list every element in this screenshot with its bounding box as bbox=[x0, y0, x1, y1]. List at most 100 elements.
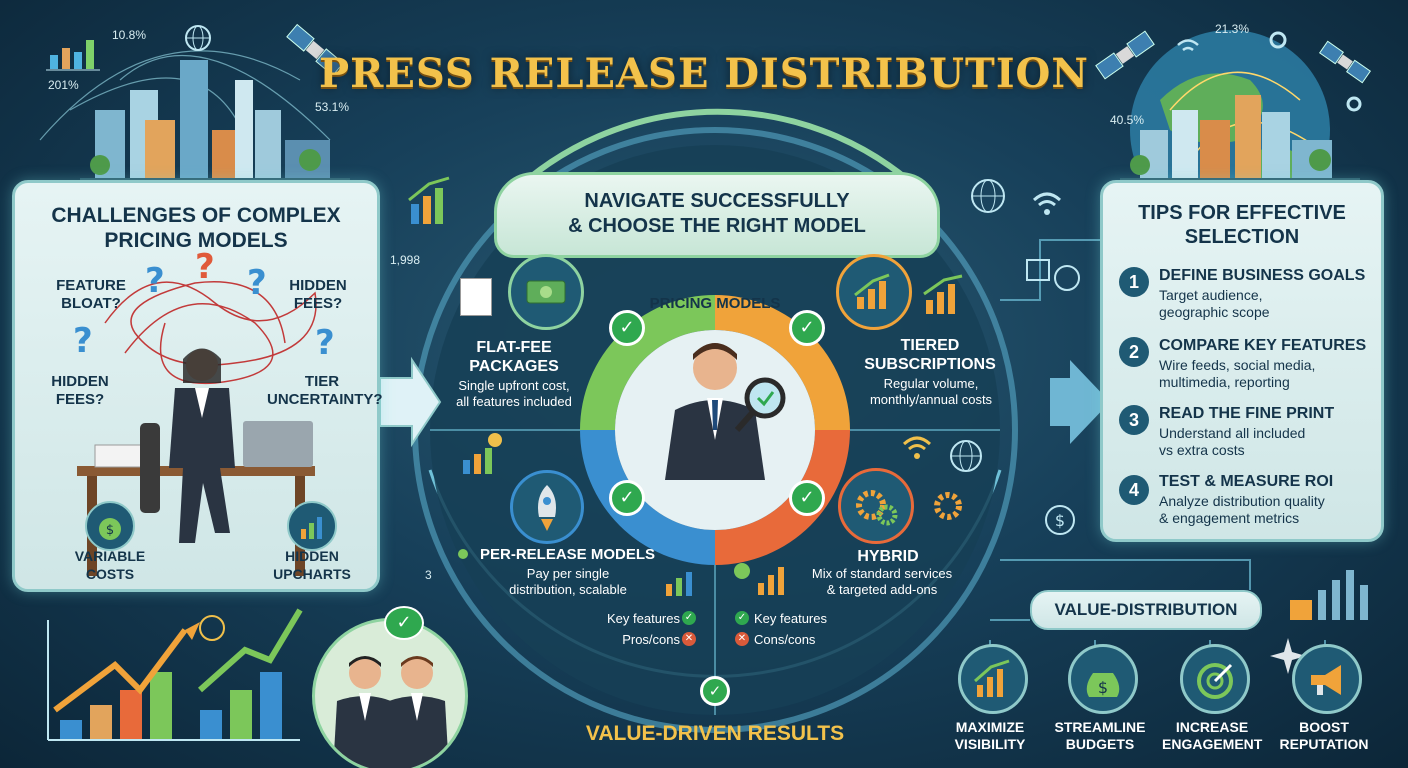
gear-side-icon bbox=[1346, 96, 1362, 112]
stat-tl3: 53.1% bbox=[315, 100, 350, 114]
money-bag-icon: $ bbox=[1068, 644, 1138, 714]
svg-text:$: $ bbox=[106, 523, 114, 538]
svg-text:$: $ bbox=[1055, 511, 1065, 530]
tip-number: 3 bbox=[1119, 405, 1149, 435]
tip-title: TEST & MEASURE ROI bbox=[1159, 473, 1334, 490]
chart-up-icon bbox=[923, 274, 963, 314]
check-small-icon: ✓ bbox=[735, 611, 749, 625]
cross-small-icon: ✕ bbox=[682, 632, 696, 646]
bullet-dot bbox=[458, 549, 468, 559]
tip-sub: Wire feeds, social media,multimedia, rep… bbox=[1159, 357, 1316, 390]
check-bubble-icon: ✓ bbox=[384, 606, 424, 640]
hybrid-desc: Mix of standard services& targeted add-o… bbox=[811, 566, 953, 597]
chart-up-icon bbox=[666, 572, 692, 596]
question-icon: ? bbox=[195, 247, 215, 287]
stat-tr1: 21.3% bbox=[1215, 22, 1250, 36]
chat-megaphone-icon bbox=[1026, 259, 1080, 291]
analyst-illustration bbox=[665, 343, 786, 480]
dollar-target-icon: $ bbox=[1045, 505, 1075, 535]
invoice-icon bbox=[460, 278, 492, 316]
arrow-right-left bbox=[379, 356, 442, 448]
challenges-panel: CHALLENGES OF COMPLEX PRICING MODELS ? ?… bbox=[12, 180, 383, 592]
tip-number: 1 bbox=[1119, 267, 1149, 297]
cross-small-icon: ✕ bbox=[735, 632, 749, 646]
check-icon: ✓ bbox=[789, 310, 825, 346]
magnifier-icon bbox=[744, 377, 786, 419]
tangle-illustration bbox=[77, 281, 317, 576]
question-icon: ? bbox=[73, 321, 93, 361]
navigate-banner: NAVIGATE SUCCESSFULLY & CHOOSE THE RIGHT… bbox=[494, 172, 940, 258]
chart-up-icon bbox=[287, 501, 337, 551]
cash-icon bbox=[508, 254, 584, 330]
satellite-right-icon bbox=[1095, 30, 1155, 80]
gear-top-icon bbox=[1269, 31, 1287, 49]
hybrid-title: HYBRID bbox=[857, 548, 919, 565]
stat-mid: 1,998 bbox=[390, 253, 421, 267]
page-title: PRESS RELEASE DISTRIBUTION bbox=[319, 50, 1089, 97]
chart-dollar-icon bbox=[734, 563, 784, 595]
city-left-icon bbox=[80, 60, 350, 184]
partners-illustration bbox=[312, 618, 468, 768]
satellite-left-icon bbox=[286, 23, 344, 77]
mini-chart-br-icon bbox=[1290, 570, 1368, 620]
megaphone-icon bbox=[1292, 644, 1362, 714]
tiered-desc: Regular volume,monthly/annual costs bbox=[869, 376, 993, 407]
gear-icon bbox=[934, 492, 962, 520]
svg-text:$: $ bbox=[1098, 678, 1108, 697]
wifi-icon bbox=[902, 436, 932, 459]
per-key-features: Key features bbox=[607, 611, 680, 626]
chart-up-icon bbox=[408, 176, 450, 224]
money-bag-icon: $ bbox=[85, 501, 135, 551]
growth-chart-icon bbox=[47, 608, 303, 741]
tip-title: READ THE FINE PRINT bbox=[1159, 405, 1335, 422]
per-release-title: PER-RELEASE MODELS bbox=[480, 546, 656, 563]
mini-chart-tl-icon bbox=[46, 40, 100, 71]
hub-label: PRICING MODELS bbox=[649, 295, 781, 312]
check-icon: ✓ bbox=[609, 310, 645, 346]
check-icon: ✓ bbox=[609, 480, 645, 516]
per-pros-cons: Pros/cons bbox=[622, 632, 680, 647]
globe-icon bbox=[950, 440, 982, 472]
tip-title: DEFINE BUSINESS GOALS bbox=[1159, 267, 1366, 284]
tip-number: 4 bbox=[1119, 475, 1149, 505]
globe-icon bbox=[971, 179, 1005, 213]
flat-fee-desc: Single upfront cost,all features include… bbox=[456, 378, 572, 409]
tips-panel: TIPS FOR EFFECTIVE SELECTION 1 DEFINE BU… bbox=[1100, 180, 1384, 542]
question-icon: ? bbox=[315, 323, 335, 363]
arrow-right-right bbox=[1050, 360, 1110, 444]
value-distribution-banner: VALUE-DISTRIBUTION bbox=[1030, 590, 1262, 630]
question-icon: ? bbox=[247, 263, 267, 303]
tip-sub: Analyze distribution quality& engagement… bbox=[1159, 493, 1325, 526]
tip-sub: Target audience,geographic scope bbox=[1159, 287, 1270, 320]
target-icon bbox=[1180, 644, 1250, 714]
chart-dollar-icon bbox=[463, 433, 502, 474]
challenges-title: CHALLENGES OF COMPLEX PRICING MODELS bbox=[51, 204, 341, 252]
stat-tl1: 10.8% bbox=[112, 28, 147, 42]
results-label: VALUE-DRIVEN RESULTS bbox=[585, 722, 845, 745]
check-icon: ✓ bbox=[789, 480, 825, 516]
gears-icon bbox=[838, 468, 914, 544]
sparkle-icon bbox=[1270, 638, 1306, 674]
satellite-right2-icon bbox=[1318, 40, 1372, 84]
check-small-icon: ✓ bbox=[682, 611, 696, 625]
stat-tr2: 40.5% bbox=[1110, 113, 1145, 127]
chart-icon bbox=[958, 644, 1028, 714]
hybrid-cons: Cons/cons bbox=[754, 632, 816, 647]
hybrid-key-features: Key features bbox=[754, 611, 827, 626]
growth-icon bbox=[836, 254, 912, 330]
rocket-icon bbox=[510, 470, 584, 544]
